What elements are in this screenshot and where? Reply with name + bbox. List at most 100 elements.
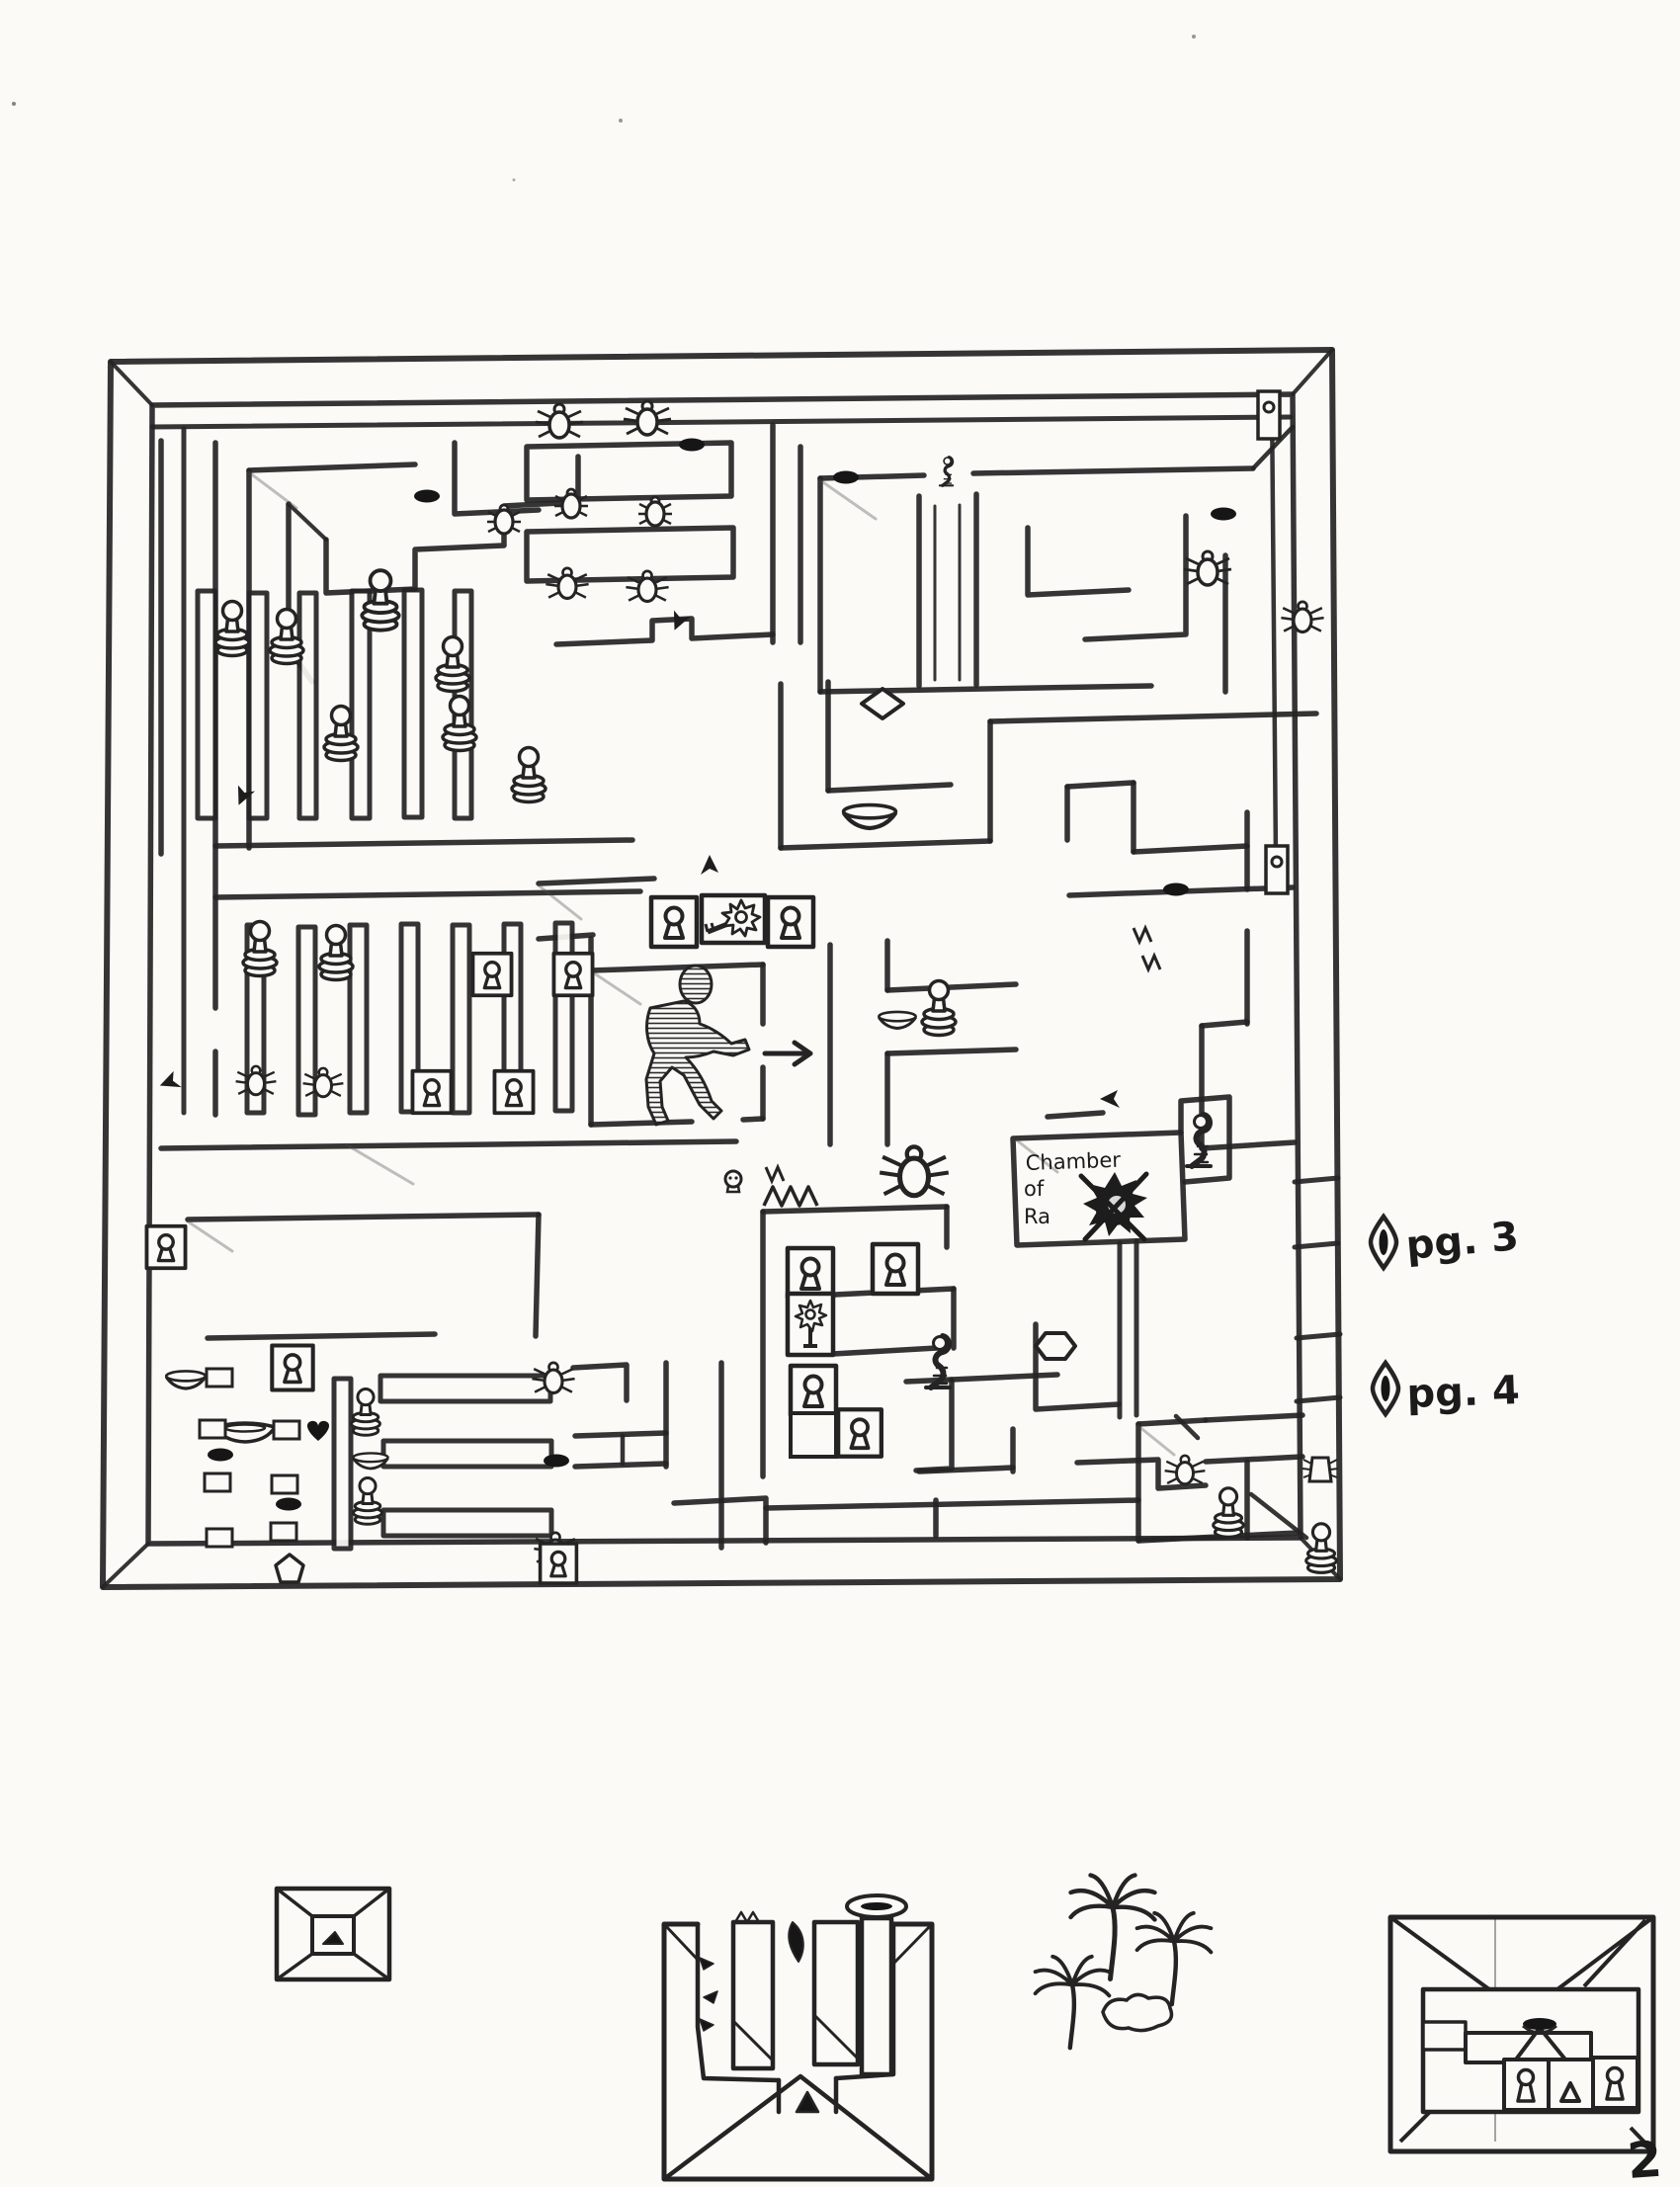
pillar-bar bbox=[450, 922, 472, 1116]
maze-wall bbox=[1250, 424, 1296, 471]
stone-icon bbox=[544, 1454, 569, 1468]
maze-wall bbox=[1292, 1240, 1341, 1250]
spikes3-icon bbox=[762, 1185, 819, 1208]
pyramid-small-icon bbox=[277, 1889, 389, 1979]
maze-wall bbox=[1025, 525, 1132, 598]
maze-icons bbox=[144, 389, 1653, 2179]
exit-pg4-label: pg. 4 bbox=[1406, 1368, 1521, 1417]
maze-wall bbox=[1292, 1175, 1341, 1185]
spider-icon bbox=[880, 1146, 949, 1195]
spider-icon bbox=[624, 569, 671, 604]
eye-icon bbox=[1371, 1217, 1396, 1268]
cobra-icon bbox=[1187, 1115, 1211, 1166]
pawn-icon bbox=[350, 1388, 381, 1437]
temple-icon bbox=[664, 1895, 932, 2179]
shading-stroke bbox=[186, 1220, 234, 1253]
maze-wall bbox=[949, 1372, 1060, 1383]
maze-wall bbox=[825, 782, 954, 794]
stone-icon bbox=[208, 1448, 233, 1462]
shading-stroke bbox=[344, 1142, 415, 1186]
keyhole-tile-icon bbox=[768, 897, 813, 947]
maze-wall bbox=[101, 1542, 150, 1589]
maze-wall bbox=[536, 876, 657, 886]
page-number: 2 bbox=[1626, 2131, 1664, 2187]
arrow-solid-icon bbox=[156, 1070, 182, 1094]
rect-tile-icon bbox=[205, 1367, 234, 1388]
maze-wall bbox=[970, 465, 1256, 476]
pillar-bar bbox=[295, 924, 318, 1118]
maze-wall bbox=[212, 837, 635, 849]
keyhole-tile-icon bbox=[873, 1244, 918, 1294]
maze-wall bbox=[570, 1362, 630, 1403]
key-sun-tile-icon bbox=[702, 895, 765, 943]
pond-icon bbox=[1101, 1992, 1174, 2033]
cobra-icon bbox=[938, 456, 955, 487]
pillar-bar bbox=[380, 1507, 554, 1539]
maze-wall bbox=[588, 1119, 695, 1128]
pillar-bar bbox=[398, 921, 421, 1115]
dish-icon bbox=[844, 805, 896, 828]
dish-icon bbox=[164, 1369, 208, 1390]
keyhole-tile-icon bbox=[144, 1223, 188, 1271]
shading-stroke bbox=[537, 883, 583, 921]
pawn-icon bbox=[510, 745, 547, 804]
keyhole-tile-icon bbox=[272, 1346, 312, 1390]
shading-stroke bbox=[591, 970, 642, 1006]
chamber-of-ra-label-line2: of bbox=[1024, 1177, 1045, 1201]
maze-wall bbox=[212, 888, 643, 900]
maze-wall bbox=[760, 1204, 950, 1215]
pencil-shading bbox=[186, 470, 1176, 1457]
jar-icon bbox=[1301, 1456, 1340, 1483]
maze-wall bbox=[1173, 1413, 1201, 1441]
rect-tile-icon bbox=[205, 1527, 234, 1549]
maze-wall bbox=[1199, 1019, 1250, 1029]
door-icon bbox=[1264, 844, 1290, 895]
arrow-icon bbox=[765, 1043, 810, 1064]
maze-wall bbox=[533, 1212, 542, 1339]
pyramid-map-icon bbox=[1390, 1917, 1653, 2151]
maze-wall bbox=[1082, 513, 1189, 642]
maze-wall bbox=[1294, 1331, 1343, 1341]
shading-stroke bbox=[818, 478, 878, 521]
pentagon-icon bbox=[274, 1553, 305, 1584]
pillar-bar bbox=[347, 922, 370, 1116]
beetle-icon bbox=[636, 495, 674, 528]
maze-wall bbox=[671, 1495, 769, 1546]
spider-icon bbox=[1279, 600, 1326, 634]
pawn-icon bbox=[352, 1476, 383, 1526]
maze-wall bbox=[205, 1331, 438, 1341]
maze-wall bbox=[1010, 1130, 1188, 1248]
keyhole-tile-icon bbox=[410, 1068, 454, 1116]
eye-icon bbox=[1373, 1363, 1398, 1414]
pawn-icon bbox=[213, 599, 251, 658]
maze-wall bbox=[1269, 392, 1279, 863]
shading-stroke bbox=[247, 470, 298, 510]
pawn-icon bbox=[1212, 1486, 1245, 1539]
palm-icon bbox=[1036, 1957, 1110, 2048]
maze-wall bbox=[884, 981, 1019, 993]
maze-wall bbox=[884, 1047, 1019, 1056]
maze-walls bbox=[100, 347, 1343, 1590]
maze-wall bbox=[1045, 1110, 1106, 1120]
spider-icon bbox=[622, 399, 673, 437]
skull-icon bbox=[723, 1169, 743, 1194]
chamber-of-ra-label-line3: Ra bbox=[1024, 1205, 1050, 1228]
keyhole-tile-icon bbox=[470, 951, 514, 998]
stone-icon bbox=[1211, 507, 1236, 521]
arrow-solid-icon bbox=[1100, 1090, 1120, 1108]
maze-pillar-bars bbox=[195, 587, 575, 1552]
maze-wall bbox=[1064, 780, 1136, 790]
spikes2-icon bbox=[1132, 926, 1153, 944]
maze-wall bbox=[1074, 1457, 1209, 1491]
maze-wall bbox=[916, 1465, 1016, 1474]
rect-tile-icon bbox=[270, 1473, 299, 1495]
maze-wall bbox=[1135, 1417, 1209, 1427]
maze-wall bbox=[246, 462, 418, 473]
maze-wall bbox=[553, 616, 776, 647]
pillar-bar bbox=[378, 1373, 553, 1404]
maze-wall bbox=[109, 360, 154, 407]
keyhole-tile-icon bbox=[551, 951, 595, 998]
maze-wall bbox=[149, 414, 1294, 430]
